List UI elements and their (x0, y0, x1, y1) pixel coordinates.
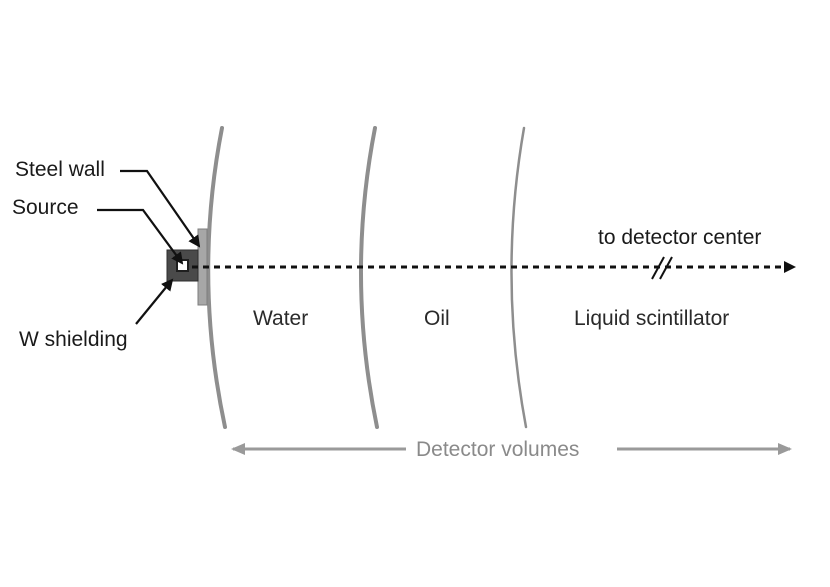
source-cavity (176, 259, 189, 272)
region-label-water: Water (253, 307, 308, 330)
boundary-arc-outer (206, 126, 227, 429)
steel-wall-label: Steel wall (15, 158, 105, 181)
w-shielding-leader (135, 278, 174, 325)
source-leader (97, 208, 184, 265)
region-label-oil: Oil (424, 307, 450, 330)
axis-break-mark (651, 256, 673, 280)
to-detector-center-label: to detector center (598, 226, 761, 249)
steel-wall-leader (120, 169, 201, 248)
w-shielding-label: W shielding (19, 328, 128, 351)
boundary-arc-oil-scintillator (510, 126, 528, 429)
boundary-arc-water-oil (359, 126, 379, 429)
region-label-liquid-scintillator: Liquid scintillator (574, 307, 729, 330)
detector-volumes-label: Detector volumes (416, 438, 579, 461)
source-label: Source (12, 196, 79, 219)
